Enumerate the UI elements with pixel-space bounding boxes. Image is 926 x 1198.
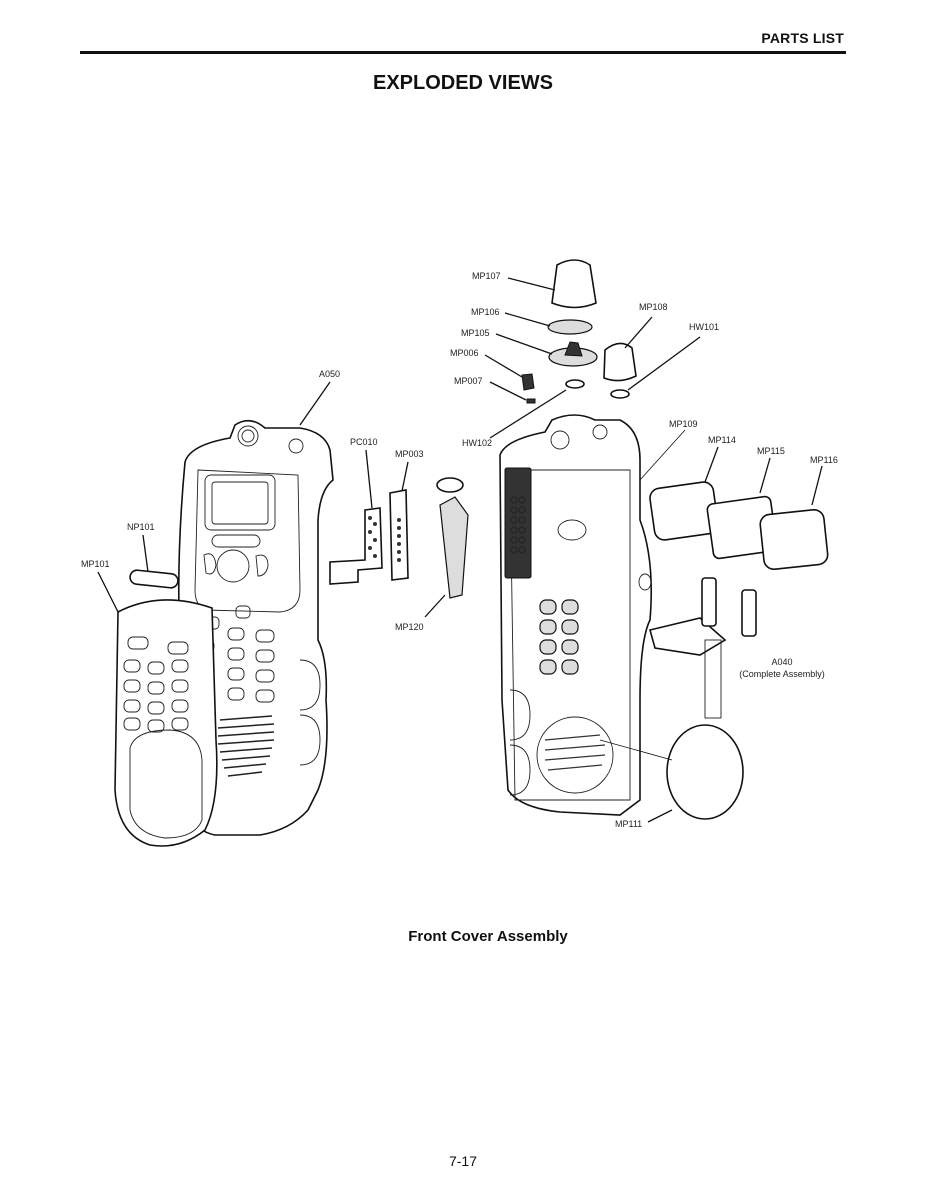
- callout-a050: A050: [319, 369, 340, 379]
- page-number: 7-17: [448, 1153, 478, 1169]
- knob-parts-drawing: [521, 259, 637, 404]
- callout-mp007: MP007: [454, 376, 483, 386]
- callout-mp107: MP107: [472, 271, 501, 281]
- callout-a040-note: (Complete Assembly): [739, 669, 825, 679]
- callout-mp003: MP003: [395, 449, 424, 459]
- callout-mp116: MP116: [810, 455, 838, 465]
- section-header: PARTS LIST: [761, 30, 844, 46]
- callout-hw102: HW102: [462, 438, 492, 448]
- callout-labels: MP107 MP106 MP105 MP006 MP007 HW102 MP10…: [81, 271, 838, 829]
- page-title: EXPLODED VIEWS: [372, 72, 554, 94]
- callout-mp111: MP111: [615, 819, 642, 829]
- front-cover-assembly-drawing: [114, 419, 469, 847]
- callout-pc010: PC010: [350, 437, 378, 447]
- callout-mp105: MP105: [461, 328, 490, 338]
- callout-mp115: MP115: [757, 446, 785, 456]
- callout-hw101: HW101: [689, 322, 719, 332]
- callout-mp101: MP101: [81, 559, 110, 569]
- front-cover-rear-drawing: [499, 414, 653, 816]
- callout-mp120: MP120: [395, 622, 424, 632]
- figure-caption: Front Cover Assembly: [408, 928, 568, 945]
- callout-mp109: MP109: [669, 419, 698, 429]
- callout-a040: A040: [771, 657, 792, 667]
- callout-mp108: MP108: [639, 302, 668, 312]
- header-rule: [80, 51, 846, 54]
- callout-np101: NP101: [127, 522, 155, 532]
- callout-mp106: MP106: [471, 307, 500, 317]
- callout-leader-lines: [97, 277, 823, 823]
- gaskets-and-controls-drawing: [649, 481, 829, 820]
- callout-mp114: MP114: [708, 435, 736, 445]
- callout-mp006: MP006: [450, 348, 479, 358]
